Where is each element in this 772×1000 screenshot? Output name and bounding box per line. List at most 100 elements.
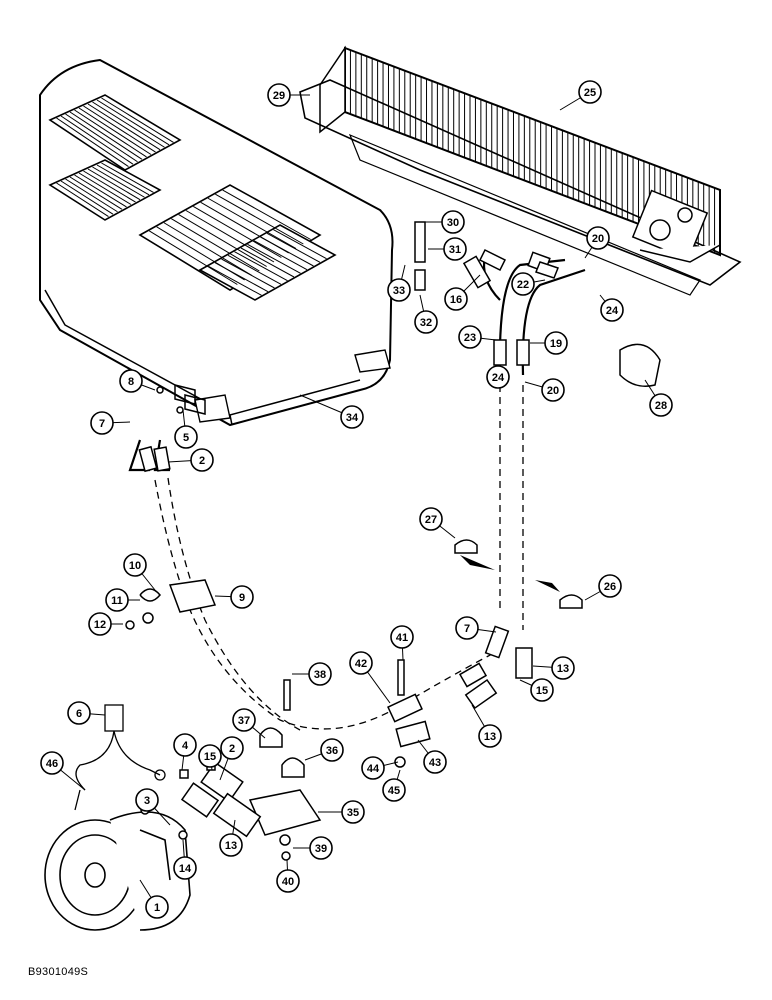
callout-40: 40: [276, 869, 300, 893]
callout-number: 3: [144, 795, 150, 807]
callout-44: 44: [361, 756, 385, 780]
callout-26: 26: [598, 574, 622, 598]
callout-number: 25: [584, 87, 596, 99]
callout-number: 19: [550, 338, 562, 350]
callout-7-2: 7: [455, 616, 479, 640]
callout-number: 23: [464, 332, 476, 344]
callout-13-2: 13: [551, 656, 575, 680]
callout-number: 26: [604, 581, 616, 593]
callout-6: 6: [67, 701, 91, 725]
callout-13-3: 13: [478, 724, 502, 748]
callout-31: 31: [443, 237, 467, 261]
callout-41: 41: [390, 625, 414, 649]
callout-30: 30: [441, 210, 465, 234]
callout-number: 15: [536, 685, 548, 697]
compressor: [44, 811, 191, 931]
callout-number: 16: [450, 294, 462, 306]
callout-number: 13: [484, 731, 496, 743]
callout-15: 15: [198, 744, 222, 768]
callout-11: 11: [105, 588, 129, 612]
callout-number: 24: [492, 372, 505, 384]
callout-number: 46: [46, 758, 58, 770]
callout-32: 32: [414, 310, 438, 334]
callout-number: 9: [239, 592, 245, 604]
callout-number: 14: [179, 863, 192, 875]
callout-number: 29: [273, 90, 285, 102]
callout-43: 43: [423, 750, 447, 774]
callout-24-2: 24: [486, 365, 510, 389]
callout-number: 35: [347, 807, 359, 819]
callout-1: 1: [145, 895, 169, 919]
callout-27: 27: [419, 507, 443, 531]
callout-24: 24: [600, 298, 624, 322]
callout-number: 41: [396, 632, 408, 644]
callout-number: 13: [557, 663, 569, 675]
evaporator-core: [319, 45, 721, 257]
evaporator-tray: [299, 79, 742, 296]
callout-number: 30: [447, 217, 459, 229]
callout-14: 14: [173, 856, 197, 880]
callout-number: 11: [111, 595, 123, 607]
callout-number: 43: [429, 757, 441, 769]
callout-number: 31: [449, 244, 461, 256]
hose-fitting-left: [156, 384, 206, 415]
callout-45: 45: [382, 778, 406, 802]
callout-20: 20: [586, 226, 610, 250]
callout-number: 37: [238, 715, 250, 727]
callout-10: 10: [123, 553, 147, 577]
callout-number: 32: [420, 317, 432, 329]
callout-number: 5: [183, 432, 189, 444]
callout-38: 38: [308, 662, 332, 686]
callout-number: 8: [128, 376, 134, 388]
callout-19: 19: [544, 331, 568, 355]
callout-35: 35: [341, 800, 365, 824]
hose-fittings: [138, 221, 551, 710]
callout-46: 46: [40, 751, 64, 775]
blower-housing: [39, 58, 394, 427]
callout-number: 27: [425, 514, 437, 526]
callout-4: 4: [173, 733, 197, 757]
directional-arrows: [460, 555, 560, 592]
callout-number: 7: [99, 418, 105, 430]
suction-hose: [154, 385, 524, 731]
callout-number: 45: [388, 785, 400, 797]
mounting-tab: [194, 349, 391, 423]
callout-number: 1: [154, 902, 160, 914]
callout-16: 16: [444, 287, 468, 311]
callout-number: 42: [355, 658, 367, 670]
callout-number: 36: [326, 745, 338, 757]
callout-42: 42: [349, 651, 373, 675]
figure-id: B9301049S: [28, 966, 89, 978]
callout-layer: 1223456778910111213131314151516192020222…: [40, 80, 673, 919]
callout-number: 2: [199, 455, 205, 467]
callout-20-2: 20: [541, 378, 565, 402]
callout-25: 25: [578, 80, 602, 104]
callout-23: 23: [458, 325, 482, 349]
callout-28: 28: [649, 393, 673, 417]
callout-number: 10: [129, 560, 141, 572]
callout-37: 37: [232, 708, 256, 732]
callout-36: 36: [320, 738, 344, 762]
callout-number: 15: [204, 751, 216, 763]
callout-33: 33: [387, 278, 411, 302]
expansion-valve: [631, 189, 721, 263]
callout-7: 7: [90, 411, 114, 435]
callout-2-2: 2: [220, 736, 244, 760]
callout-number: 13: [225, 840, 237, 852]
callout-number: 4: [182, 740, 189, 752]
callout-8: 8: [119, 369, 143, 393]
callout-number: 40: [282, 876, 294, 888]
callout-22: 22: [511, 272, 535, 296]
callout-number: 34: [346, 412, 359, 424]
callout-2: 2: [190, 448, 214, 472]
callout-number: 39: [315, 843, 327, 855]
callout-15-2: 15: [530, 678, 554, 702]
callout-number: 20: [592, 233, 604, 245]
callout-number: 24: [606, 305, 619, 317]
callout-number: 7: [464, 623, 470, 635]
callout-number: 6: [76, 708, 82, 720]
wiring-harness: [74, 704, 166, 811]
callout-number: 28: [655, 400, 667, 412]
callout-number: 33: [393, 285, 405, 297]
